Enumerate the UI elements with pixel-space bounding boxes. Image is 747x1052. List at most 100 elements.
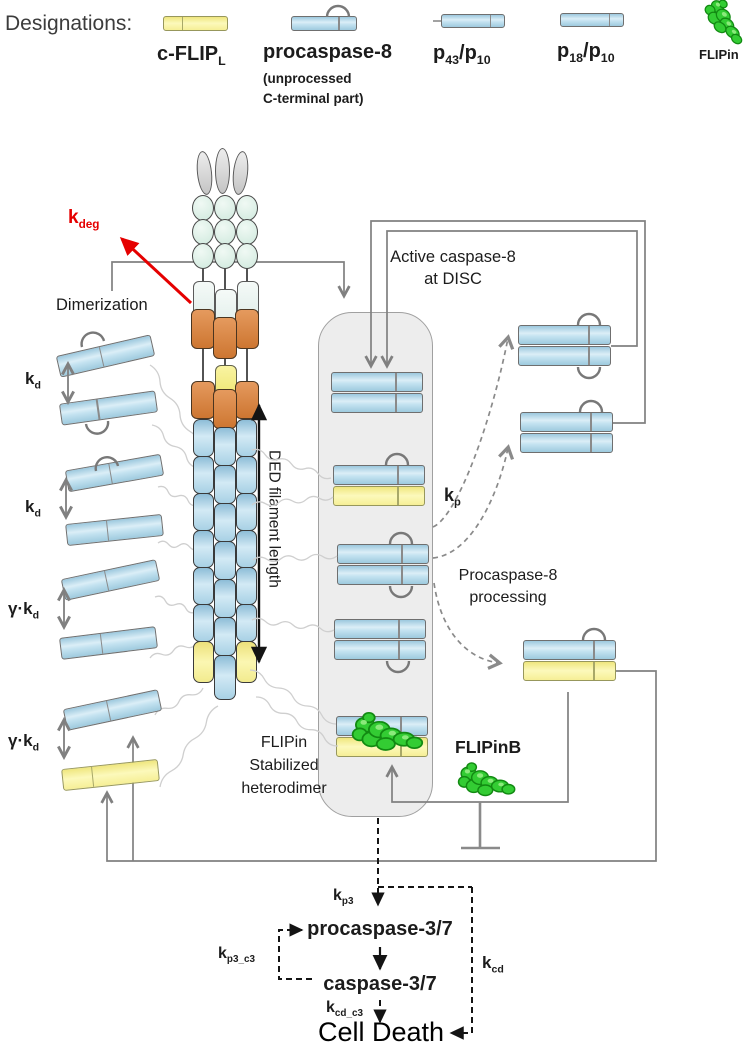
label-part: k bbox=[218, 945, 227, 962]
legend-label-cflip: c-FLIPL bbox=[157, 42, 226, 70]
label-part: p bbox=[454, 496, 461, 509]
label-part: d bbox=[32, 741, 40, 754]
procaspase8-processing-label: Procaspase-8 processing bbox=[448, 565, 568, 609]
disc-procaspase8-bar bbox=[333, 465, 425, 485]
bar-divider bbox=[400, 738, 402, 756]
k-deg-arrow bbox=[119, 237, 193, 305]
legend-p18-p10-icon bbox=[560, 13, 624, 27]
procaspase8-monomer-bar bbox=[58, 390, 159, 426]
receptor-domain bbox=[214, 243, 236, 269]
bar-divider bbox=[397, 487, 399, 505]
cflip-filament-unit bbox=[193, 641, 214, 683]
procaspase8-monomer-bar bbox=[59, 626, 158, 660]
bar-divider bbox=[398, 620, 400, 638]
gamma-k-d-label-2: γ·kd bbox=[8, 730, 39, 755]
procaspase-37-label: procaspase-3/7 bbox=[307, 918, 453, 940]
legend-label-procaspase8: procaspase-8 bbox=[263, 41, 392, 63]
bar-divider bbox=[398, 641, 400, 659]
label-part: k bbox=[25, 369, 35, 388]
k-cd-label: kcd bbox=[482, 952, 504, 977]
label-part: k bbox=[68, 207, 79, 228]
ded-filament-unit bbox=[214, 655, 236, 700]
ded-filament-unit bbox=[236, 456, 257, 494]
bar-divider bbox=[590, 413, 592, 431]
ded-filament-unit bbox=[193, 604, 214, 642]
bar-divider bbox=[588, 326, 590, 344]
disc-cflip-bar bbox=[333, 486, 425, 506]
tether-squiggle bbox=[154, 687, 204, 716]
k-d-label-1: kd bbox=[25, 368, 41, 393]
fadd-ded-domain bbox=[191, 381, 215, 419]
bar-divider bbox=[108, 463, 114, 484]
receptor-domain bbox=[214, 195, 236, 221]
label-part: 43 bbox=[445, 53, 460, 67]
ded-filament-unit bbox=[193, 530, 214, 568]
linker-loop bbox=[84, 420, 110, 435]
label-part: p bbox=[433, 42, 446, 64]
bar-divider bbox=[590, 434, 592, 452]
ded-filament-unit bbox=[236, 530, 257, 568]
ded-filament-unit bbox=[214, 465, 236, 504]
ded-filament-unit bbox=[214, 503, 236, 542]
ded-filament-unit bbox=[214, 579, 236, 618]
legend-title: Designations: bbox=[5, 12, 133, 35]
disc-procaspase8-bar bbox=[336, 716, 428, 736]
receptor-domain bbox=[192, 243, 214, 269]
flipin-blob-legend bbox=[698, 0, 747, 48]
ligand-oval bbox=[194, 150, 215, 196]
bar-divider bbox=[95, 399, 101, 420]
bar-divider bbox=[489, 15, 492, 27]
label-part: 10 bbox=[476, 53, 491, 67]
k-cd-arrow bbox=[449, 887, 473, 1040]
bar-divider bbox=[397, 466, 399, 484]
disc-cflip-bar bbox=[336, 737, 428, 757]
receptor-domain bbox=[236, 195, 258, 221]
procaspase8-monomer-bar bbox=[60, 559, 161, 601]
active-caspase8-bar bbox=[520, 412, 613, 432]
ded-filament-unit bbox=[193, 493, 214, 531]
legend-note-procaspase8: (unprocessed C-terminal part) bbox=[263, 69, 364, 109]
ded-filament-length-label: DED filament length bbox=[265, 450, 283, 588]
p43-heterodimer-flip-bar bbox=[523, 661, 616, 681]
label-part: C-terminal part) bbox=[263, 91, 364, 106]
tether-squiggle bbox=[159, 705, 219, 788]
ded-filament-unit bbox=[214, 541, 236, 580]
flipin-blob-flipinb bbox=[457, 762, 516, 797]
bar-divider bbox=[593, 662, 595, 680]
receptor-domain bbox=[192, 219, 214, 245]
disc-procaspase8-bar bbox=[334, 640, 426, 660]
label-part: 18 bbox=[569, 51, 584, 65]
bar-divider bbox=[588, 347, 590, 365]
p43-heterodimer-blue-bar bbox=[523, 640, 616, 660]
legend-label-flipin: FLIPin bbox=[699, 47, 739, 62]
tether-squiggle bbox=[154, 595, 197, 614]
label-part: γ·k bbox=[8, 731, 33, 750]
receptor-domain bbox=[192, 195, 214, 221]
active-caspase8-bar bbox=[518, 346, 611, 366]
receptor-domain bbox=[214, 219, 236, 245]
receptor-domain bbox=[236, 219, 258, 245]
bar-divider bbox=[105, 700, 112, 721]
label-part: k bbox=[482, 953, 492, 972]
label-part: Active caspase-8 bbox=[390, 248, 516, 266]
caspase-37-label: caspase-3/7 bbox=[323, 973, 437, 995]
ded-filament-unit bbox=[236, 419, 257, 457]
label-part: processing bbox=[469, 589, 547, 606]
legend-cflip-icon bbox=[163, 16, 228, 31]
fadd-ded-domain bbox=[213, 317, 237, 359]
bar-divider bbox=[400, 717, 402, 735]
bar-divider bbox=[593, 641, 595, 659]
label-part: p3_c3 bbox=[226, 954, 255, 966]
bar-divider bbox=[338, 17, 340, 30]
label-part: (unprocessed bbox=[263, 71, 352, 86]
legend-procaspase8-icon bbox=[291, 16, 357, 31]
k-d-label-2: kd bbox=[25, 496, 41, 521]
label-part: p bbox=[557, 40, 570, 62]
ded-filament-unit bbox=[236, 604, 257, 642]
active-caspase8-at-disc-label: Active caspase-8 at DISC bbox=[383, 246, 523, 290]
active-caspase8-bar bbox=[520, 433, 613, 453]
disc-procaspase8-bar bbox=[337, 544, 429, 564]
legend-label-p43-p10: p43/p10 bbox=[433, 41, 491, 69]
procaspase8-monomer-bar bbox=[64, 453, 165, 493]
